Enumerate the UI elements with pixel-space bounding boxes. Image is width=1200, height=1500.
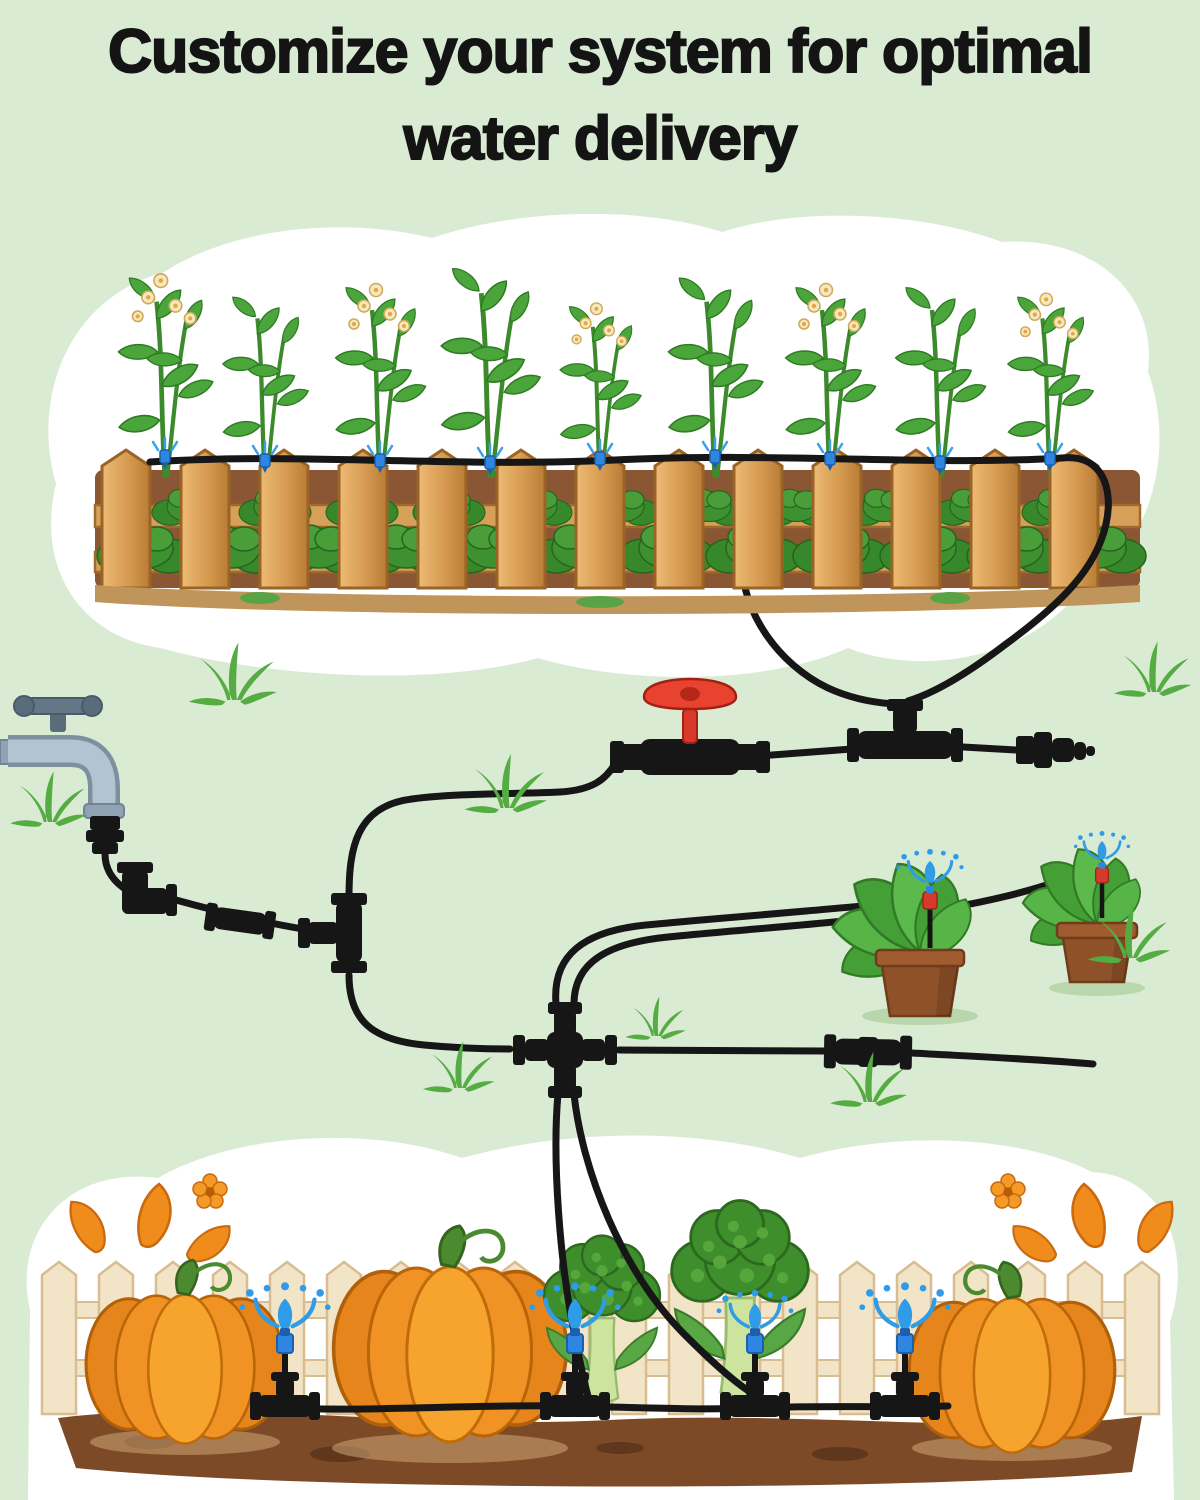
tube-to-valve	[345, 758, 620, 901]
tee-connector-splitter	[847, 699, 963, 762]
pot2-shadow	[1049, 980, 1145, 996]
tee-connector-sprinkler-4	[870, 1372, 940, 1420]
tee-connector-sprinkler-1	[250, 1372, 320, 1420]
straight-coupling	[203, 902, 277, 940]
bottom-sprinklers	[239, 1282, 950, 1420]
four-way-connector	[513, 1002, 617, 1098]
top-garden-bed	[93, 262, 1147, 708]
faucet-handle	[13, 695, 103, 732]
title-line-2: water delivery	[403, 103, 799, 173]
tube-to-cross	[345, 971, 514, 1053]
tube-to-pot2	[570, 863, 1096, 1008]
tube-coupling-out	[908, 1049, 1097, 1068]
pumpkin2-shadow	[332, 1433, 568, 1463]
drip-stake-emitter-1	[894, 847, 966, 948]
tube-to-endcap	[959, 743, 1020, 754]
faucet-adapter	[86, 816, 124, 854]
orange-flower-left	[192, 1173, 228, 1209]
bottom-garden	[40, 1090, 1183, 1487]
tube-cross-to-coupling	[615, 1046, 828, 1055]
water-faucet-icon	[0, 695, 125, 854]
inline-coupling	[823, 1034, 913, 1070]
moss-patches	[240, 592, 970, 608]
tee-connector-main	[298, 893, 367, 973]
flower-pot-1	[874, 948, 966, 1018]
tee-connector-sprinkler-3	[720, 1372, 790, 1420]
drip-line-top	[146, 453, 1066, 466]
bed-feed-tube	[904, 454, 1112, 705]
potted-plants	[829, 829, 1147, 1025]
drip-line-bottom	[264, 1402, 952, 1413]
valve-red-handle	[642, 677, 738, 744]
elbow-connector	[117, 862, 177, 916]
drip-stake-emitter-2	[1072, 829, 1132, 918]
tube-valve-to-tee2	[754, 745, 856, 760]
end-cap-plug	[1016, 732, 1095, 768]
orange-flower-right	[990, 1173, 1026, 1209]
page-title: Customize your system for optimal water …	[0, 8, 1200, 181]
title-line-1: Customize your system for optimal	[107, 16, 1094, 86]
shutoff-valve	[610, 677, 770, 775]
